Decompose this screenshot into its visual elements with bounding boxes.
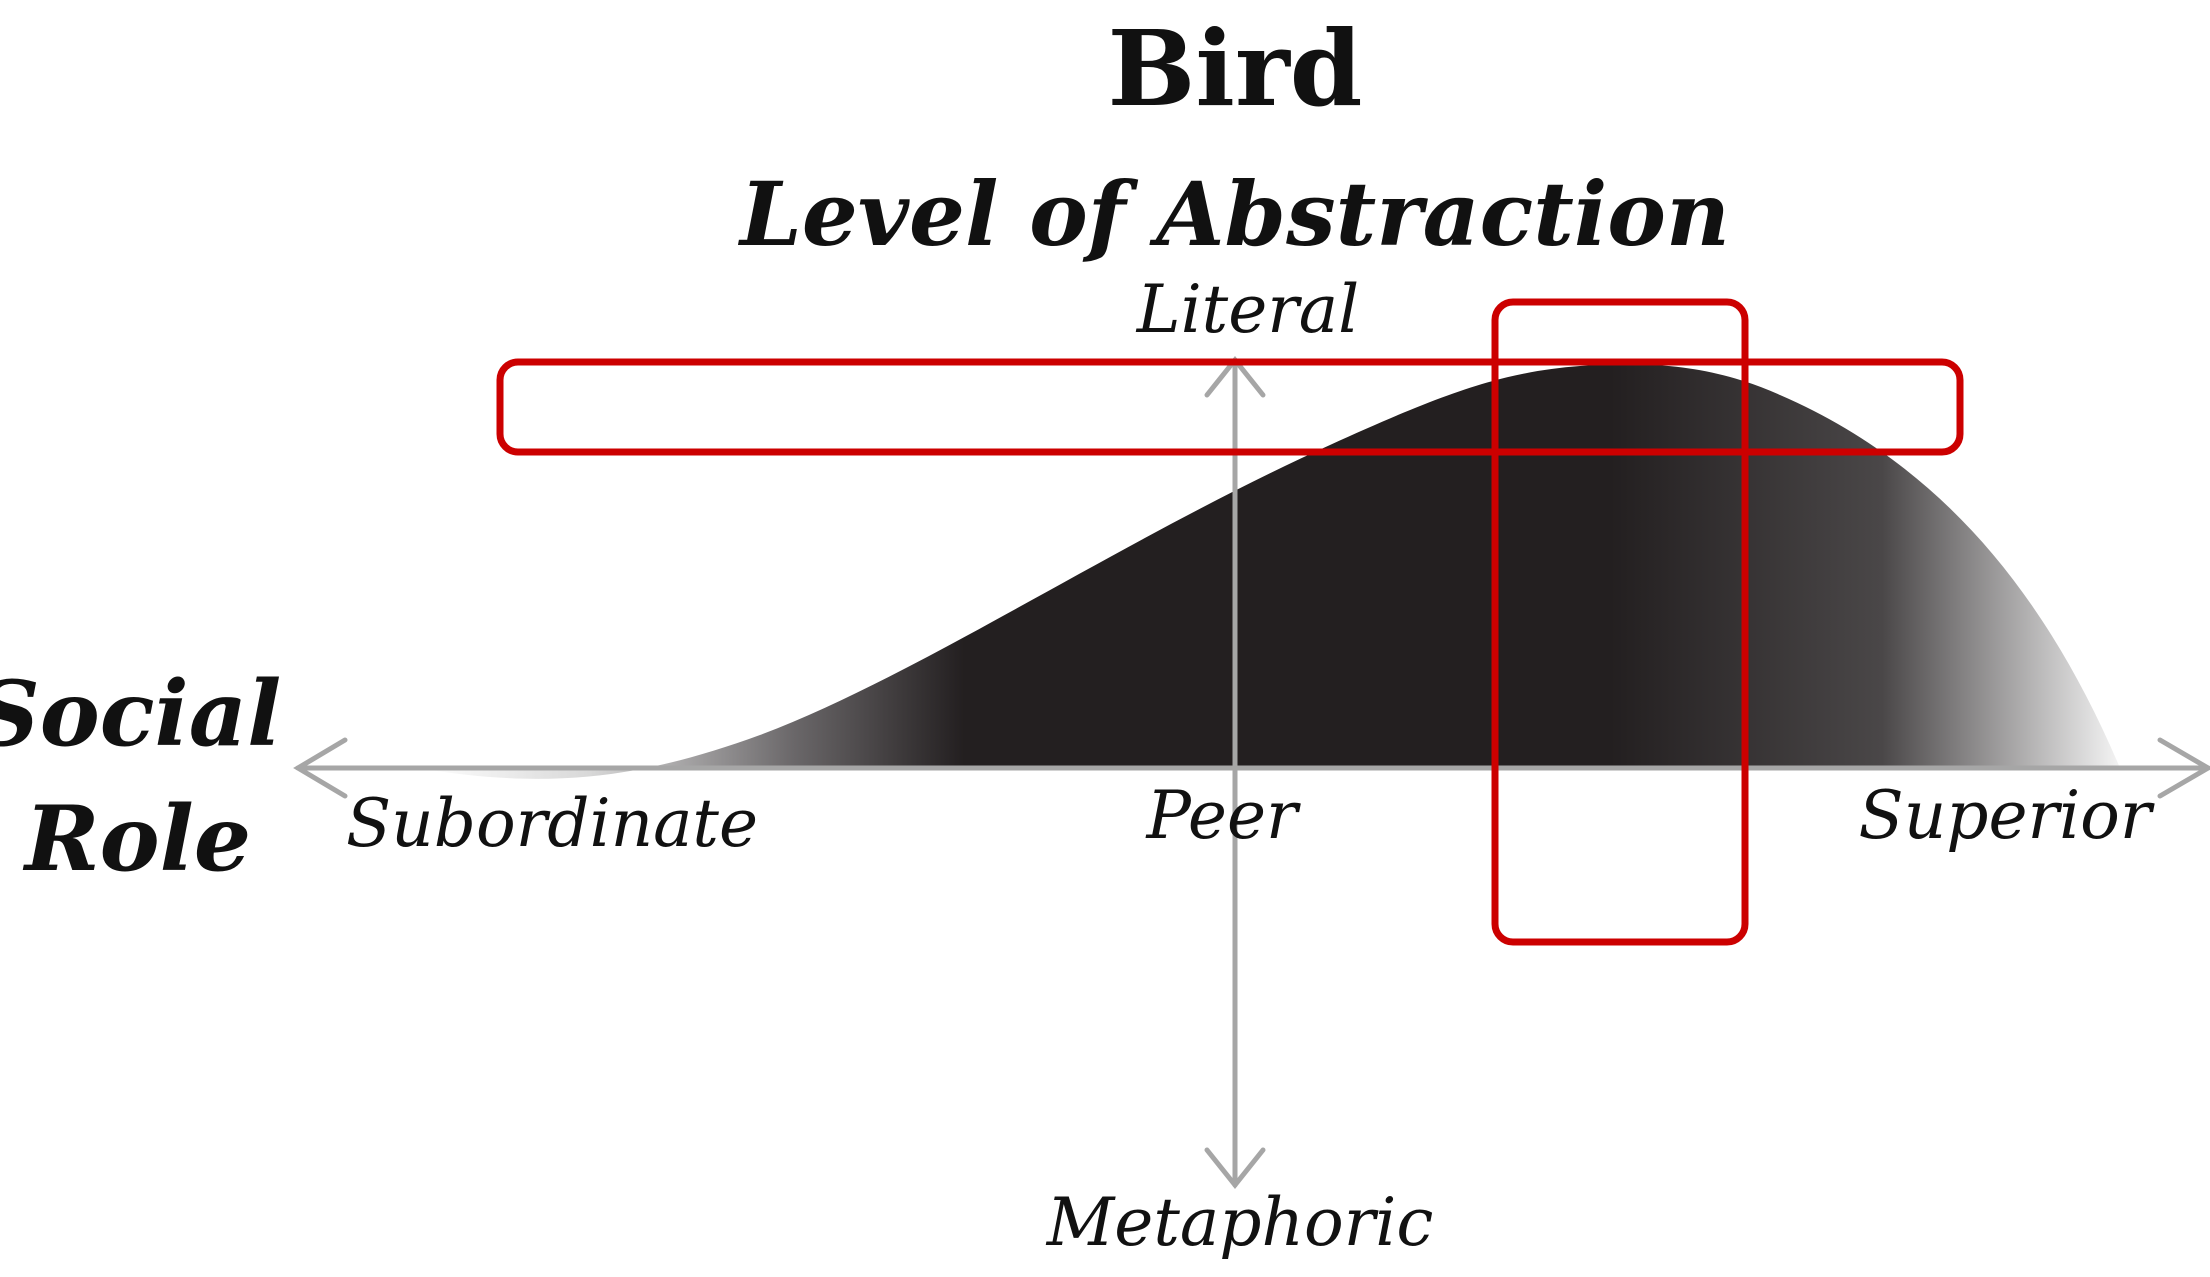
right-arrowhead <box>2157 737 2210 799</box>
diagram-title: Bird <box>1108 7 1363 130</box>
metaphoric-label: Metaphoric <box>1046 1184 1434 1261</box>
distribution-curve <box>430 364 2120 779</box>
literal-label: Literal <box>1136 271 1360 348</box>
superior-label: Superior <box>1859 777 2155 854</box>
peer-label: Peer <box>1145 777 1301 854</box>
social-role-label-line2: Role <box>22 786 251 892</box>
horizontal-axis <box>293 737 2210 799</box>
diagram-subtitle: Level of Abstraction <box>737 162 1730 266</box>
left-arrowhead <box>293 737 348 799</box>
subordinate-label: Subordinate <box>346 785 758 862</box>
superior-leaning-highlight-box <box>1491 298 1749 946</box>
social-role-label-line1: Social <box>0 661 281 767</box>
bottom-arrowhead <box>1204 1147 1266 1190</box>
literal-highlight-box <box>496 358 1964 456</box>
